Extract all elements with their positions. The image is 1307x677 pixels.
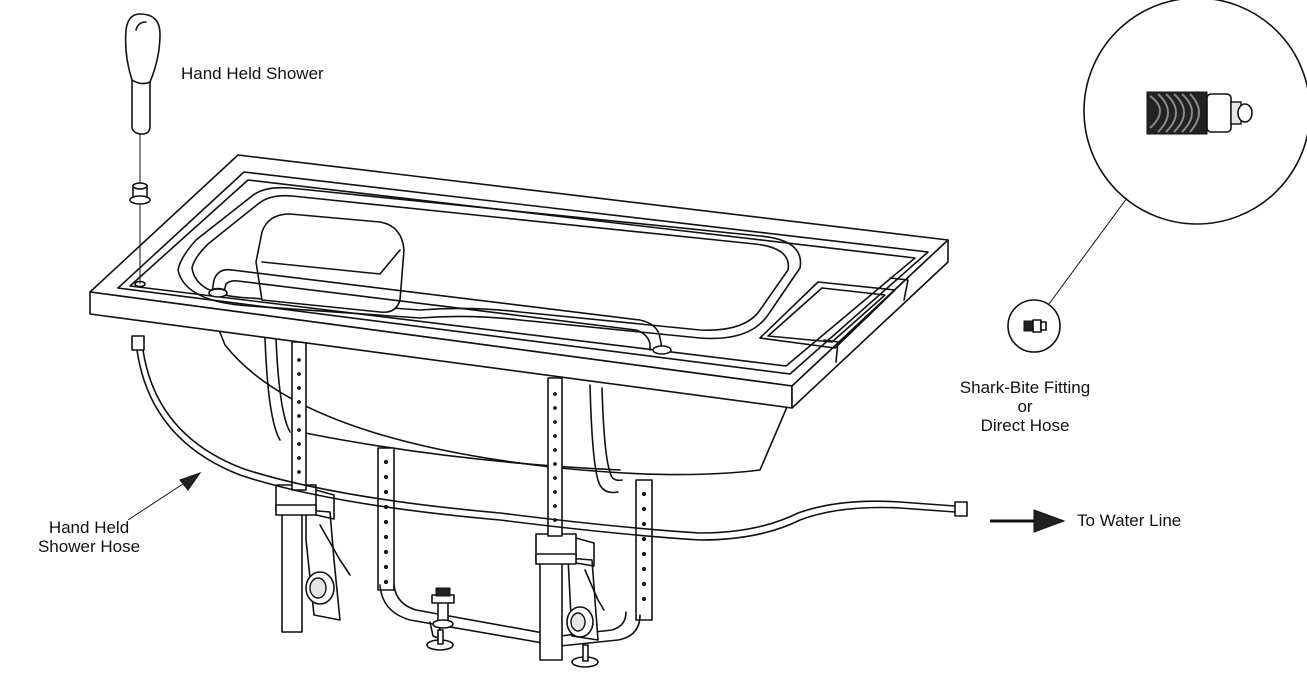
hose-pointer-arrow — [127, 472, 202, 521]
shower-hose — [131, 335, 968, 541]
shark-bite-fitting-small-icon — [1023, 319, 1047, 333]
shark-bite-label-line2: or — [1017, 397, 1033, 416]
hand-held-shower — [124, 13, 161, 135]
shark-bite-detail — [1007, 0, 1307, 353]
rear-leg-left — [377, 447, 395, 591]
under-rim-tubes — [264, 337, 623, 494]
shark-bite-label-line3: Direct Hose — [980, 416, 1070, 435]
to-water-line-label: To Water Line — [1077, 511, 1182, 530]
water-line-arrow — [990, 509, 1066, 533]
rear-leg-right — [635, 479, 653, 621]
tub-rim — [89, 154, 949, 409]
front-leg-left — [275, 484, 351, 633]
hand-held-shower-hose-label-line1: Hand Held — [48, 518, 130, 537]
bottom-cross-tube — [379, 584, 641, 668]
shark-bite-fitting-label: Shark-Bite Fitting or Direct Hose — [940, 378, 1110, 435]
hand-held-shower-label: Hand Held Shower — [181, 64, 324, 83]
shark-bite-fitting-large-icon — [1146, 91, 1253, 135]
front-leg-right — [535, 533, 605, 661]
grab-bar — [208, 268, 672, 355]
drain-valve — [431, 587, 455, 629]
hand-held-shower-hose-label-line2: Shower Hose — [37, 537, 141, 556]
tub-headrest — [255, 213, 405, 314]
shark-bite-label-line1: Shark-Bite Fitting — [959, 378, 1091, 397]
shower-mount — [129, 182, 151, 205]
hand-held-shower-hose-label: Hand Held Shower Hose — [26, 518, 152, 556]
front-posts — [291, 341, 563, 537]
